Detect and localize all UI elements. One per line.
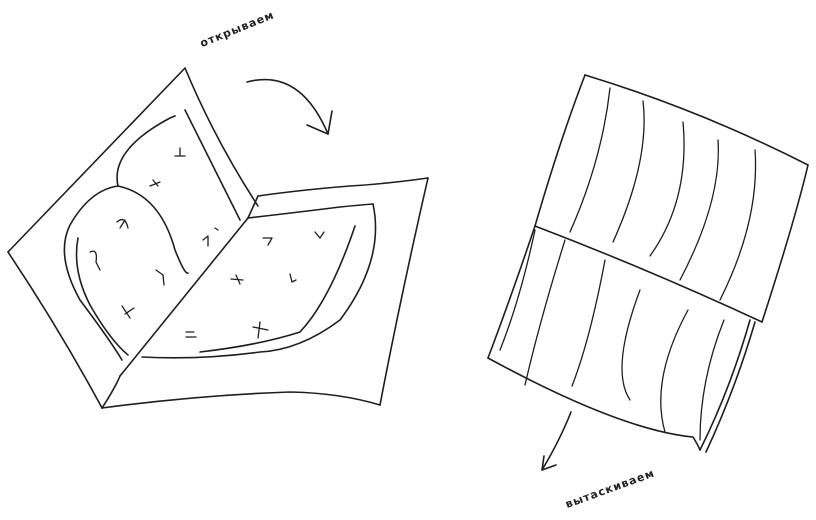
opened-package bbox=[7, 67, 429, 409]
page-scribbles bbox=[89, 147, 325, 339]
folded-sheet bbox=[487, 74, 809, 453]
curved-arrow-icon bbox=[246, 78, 333, 135]
straight-arrow-icon bbox=[541, 411, 572, 471]
